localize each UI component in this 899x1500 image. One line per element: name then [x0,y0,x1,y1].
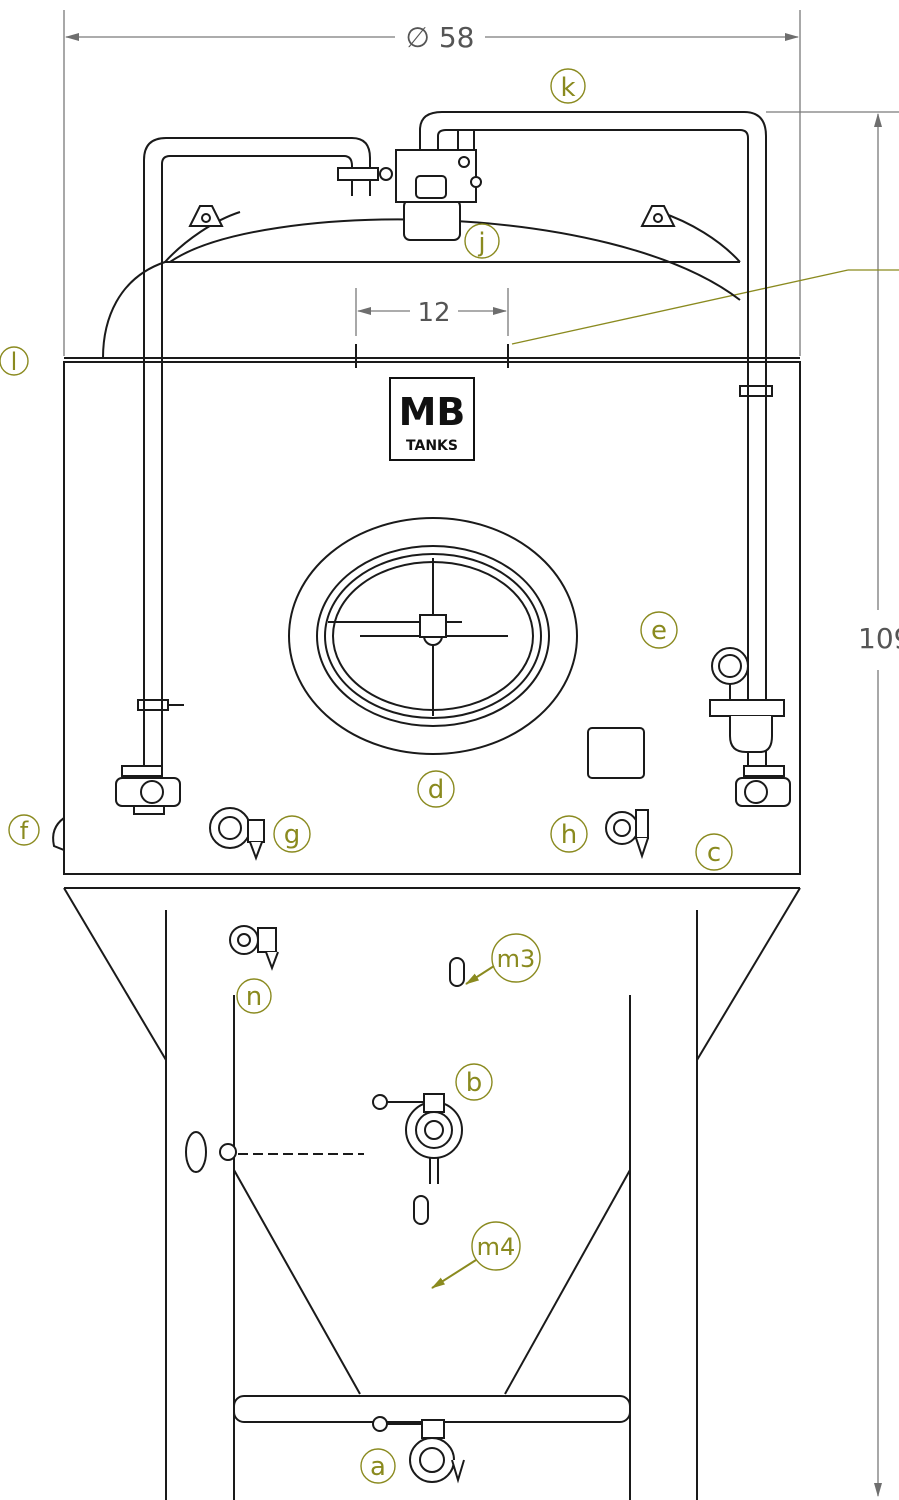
fitting-g [209,807,265,861]
callout-arrows [431,965,495,1289]
callout-d: d [428,775,445,805]
diameter-dimension [63,10,801,356]
callout-g: g [284,820,301,850]
right-pipe [419,111,773,800]
mounting-pins [355,344,509,368]
leader-line [511,269,899,345]
callout-h: h [561,820,577,850]
inspection-panel [587,727,645,779]
callout-labels: k j l e d f g h c m3 n b m4 a [11,73,721,1482]
manway-door [288,517,578,755]
callout-m3: m3 [497,945,536,973]
svg-text:TANKS: TANKS [406,438,458,454]
mb-tanks-logo: MB TANKS [389,377,475,461]
left-bottom-valve [115,765,181,815]
pressure-gauge [709,647,785,753]
tank-body [63,211,801,1500]
sample-port-m3 [449,957,465,987]
svg-text:MB: MB [399,390,466,434]
callouts [0,68,733,1484]
racking-arm [185,1131,364,1173]
fitting-h [605,809,649,860]
callout-k: k [560,73,575,103]
spacing-label: 12 [417,298,450,328]
callout-e: e [651,616,667,646]
callout-f: f [20,817,29,845]
lifting-lug-left [188,205,224,227]
height-label: 109 [858,622,899,655]
top-valve-assembly [337,149,482,241]
spacing-dimension [355,288,509,336]
callout-b: b [466,1068,483,1098]
callout-l: l [11,348,18,376]
diameter-label: ∅ 58 [406,21,475,54]
callout-m4: m4 [477,1233,516,1261]
lifting-lug-right [640,205,676,227]
callout-a: a [370,1452,386,1482]
left-pipe [137,137,371,800]
right-bottom-valve [735,765,791,807]
side-valve-b [372,1093,463,1184]
bottom-outlet-valve [372,1416,465,1484]
fitting-f [52,816,65,852]
fitting-n [229,925,279,971]
callout-n: n [246,982,262,1012]
callout-c: c [707,838,721,868]
sample-port-m4 [413,1195,429,1225]
height-dimension [766,111,899,1497]
callout-j: j [477,228,485,258]
